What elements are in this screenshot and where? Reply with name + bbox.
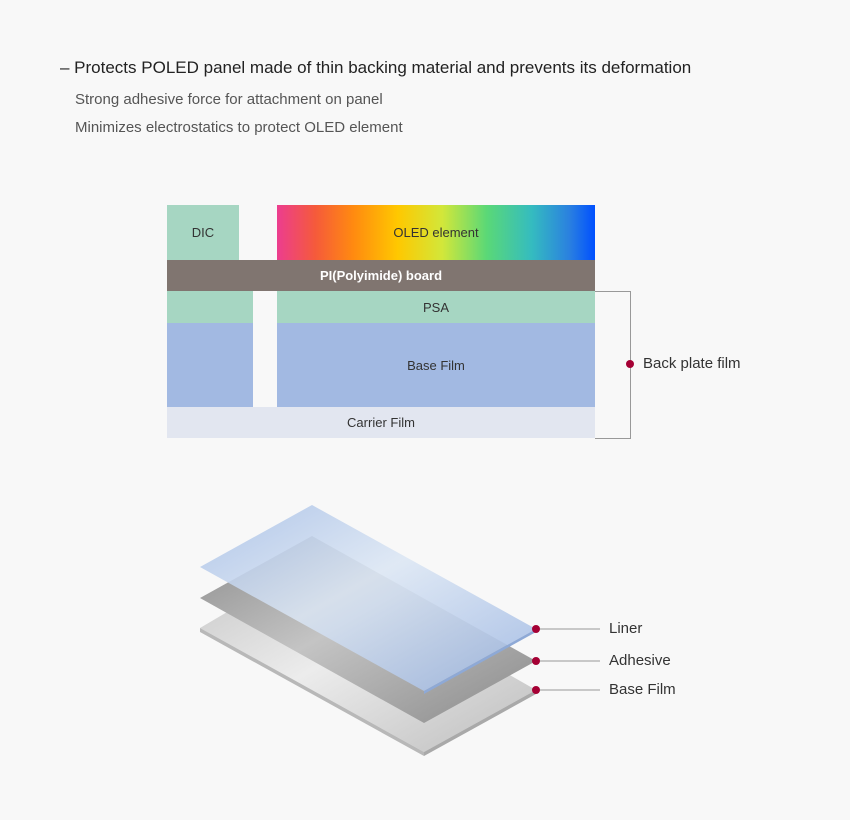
oled-element-layer: OLED element <box>277 205 595 260</box>
psa-layer-left <box>167 291 253 323</box>
bullet-adhesive-force: Strong adhesive force for attachment on … <box>75 91 383 108</box>
base-film-layer-left <box>167 323 253 407</box>
base-film-label: Base Film <box>609 681 676 698</box>
liner-marker-dot <box>532 625 540 633</box>
page-heading: – Protects POLED panel made of thin back… <box>60 58 692 77</box>
back-plate-marker-dot <box>626 360 634 368</box>
bullet-electrostatics: Minimizes electrostatics to protect OLED… <box>75 119 403 136</box>
base-film-layer: Base Film <box>277 323 595 407</box>
liner-sheet <box>200 505 536 694</box>
dic-layer: DIC <box>167 205 239 260</box>
psa-layer: PSA <box>277 291 595 323</box>
liner-label: Liner <box>609 620 643 637</box>
adhesive-label: Adhesive <box>609 652 671 669</box>
base-film-marker-dot <box>532 686 540 694</box>
adhesive-marker-dot <box>532 657 540 665</box>
back-plate-film-label: Back plate film <box>643 355 741 372</box>
carrier-film-layer: Carrier Film <box>167 407 595 438</box>
pi-board-layer: PI(Polyimide) board <box>167 260 595 291</box>
